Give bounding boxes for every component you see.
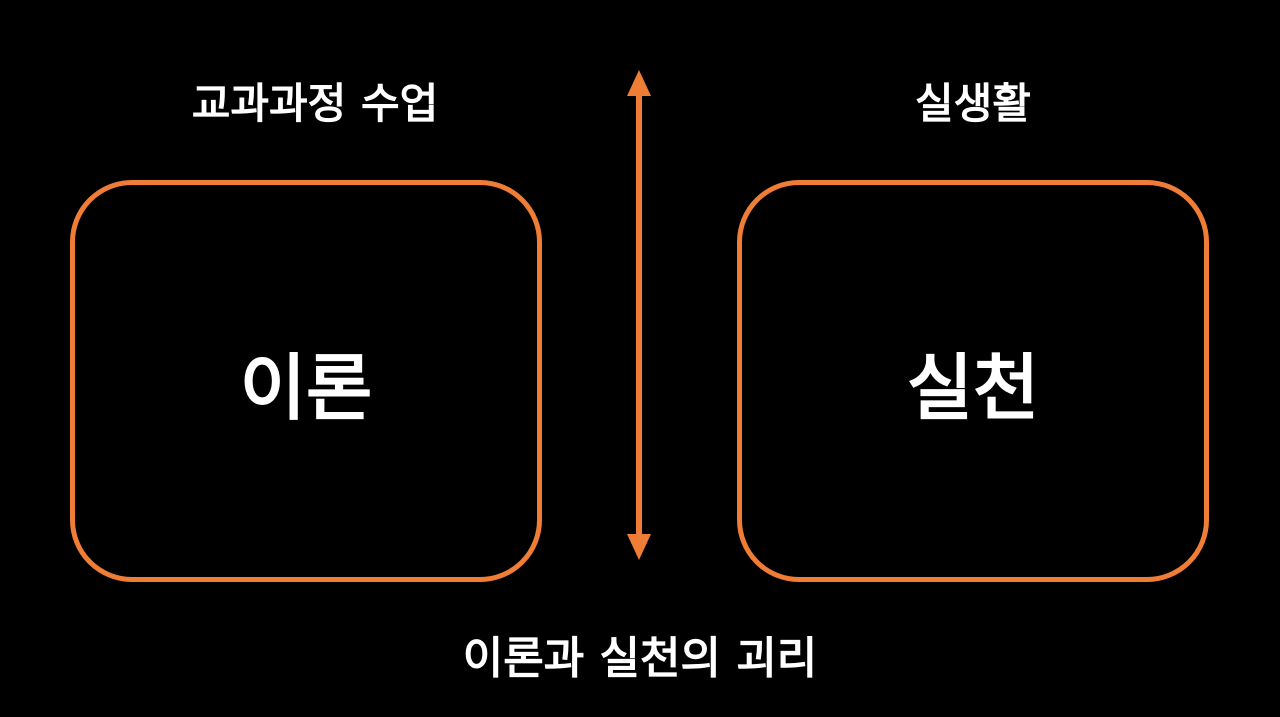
- practice-label: 실천: [906, 345, 1040, 430]
- theory-label: 이론: [239, 345, 373, 430]
- arrow-head-bottom: [627, 534, 651, 560]
- arrow-head-top: [627, 70, 651, 96]
- left-heading: 교과과정 수업: [191, 79, 439, 128]
- arrow-shaft: [636, 92, 642, 538]
- double-arrow-icon: [627, 70, 651, 560]
- right-heading: 실생활: [915, 79, 1031, 128]
- theory-box: 이론: [70, 180, 542, 582]
- practice-box: 실천: [737, 180, 1209, 582]
- caption: 이론과 실천의 괴리: [462, 633, 818, 684]
